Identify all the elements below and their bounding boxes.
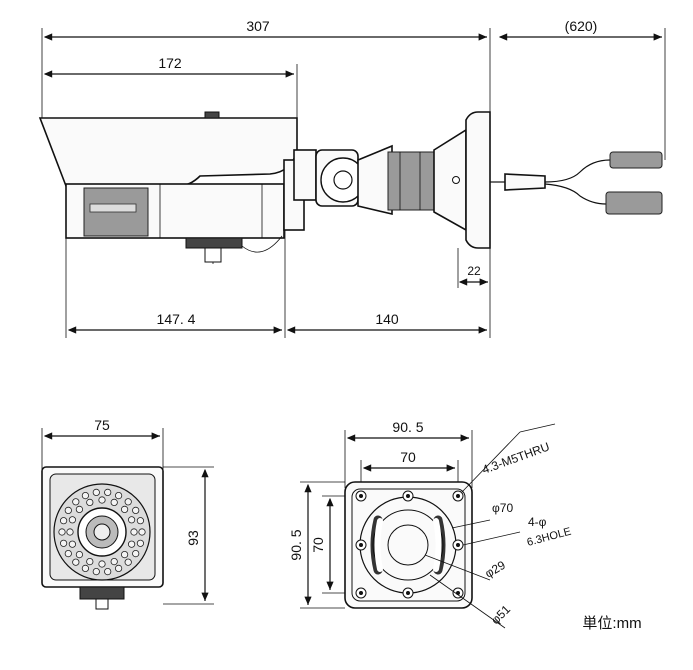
dim-hood-length: 172 (158, 55, 182, 71)
note-dia-70: φ70 (492, 501, 513, 515)
ir-leds (58, 488, 146, 576)
ir-led (72, 498, 80, 506)
note-dia-51: φ51 (488, 602, 513, 627)
ir-led (72, 558, 80, 566)
ir-led (75, 505, 84, 513)
ir-led (81, 564, 90, 573)
ir-led (98, 496, 106, 504)
ir-led (132, 549, 140, 558)
note-hole-count: 4-φ (528, 515, 547, 529)
ir-led (104, 567, 112, 576)
ir-led (136, 517, 144, 525)
bnc-connector (609, 151, 663, 169)
ir-led (64, 549, 72, 558)
ir-led (59, 517, 68, 525)
circle-d29 (387, 524, 429, 566)
front-view: 75 93 (41, 417, 214, 610)
ir-led (75, 550, 84, 559)
ir-led (115, 491, 123, 500)
ir-led (86, 557, 94, 566)
dim-base-inner-height: 70 (310, 537, 326, 553)
ir-led (104, 488, 112, 496)
camera-hood (38, 117, 298, 187)
adjust-ring (185, 237, 243, 249)
ir-led (59, 539, 68, 547)
ir-led (132, 506, 140, 514)
ir-led (64, 506, 72, 514)
side-view: 307 (620) 172 147. 4 140 22 (38, 18, 666, 338)
dim-cable-length: (620) (565, 18, 598, 34)
ir-led (124, 558, 132, 566)
ir-led (124, 498, 132, 506)
note-dia-29: φ29 (483, 558, 509, 581)
ir-led (86, 498, 94, 506)
ir-led (130, 528, 138, 536)
dim-base-outer-height: 90. 5 (288, 529, 304, 560)
base-plate (344, 481, 473, 609)
ir-led (128, 540, 136, 548)
note-hole-size: 6.3HOLE (526, 526, 573, 549)
dim-front-height: 93 (185, 530, 201, 546)
bracket-arm (387, 151, 435, 211)
dim-bracket-length: 140 (375, 311, 399, 327)
ir-led (68, 540, 77, 548)
ir-led (58, 528, 66, 536)
dim-body-length: 147. 4 (157, 311, 196, 327)
ir-led (121, 550, 129, 559)
ir-led (136, 539, 144, 547)
dim-bracket-offset: 22 (467, 264, 481, 278)
ir-led (110, 498, 118, 506)
dim-front-width: 75 (94, 417, 110, 433)
cable-gland (504, 173, 546, 191)
ir-led (92, 488, 100, 496)
mount-holes (355, 490, 464, 599)
ir-led (81, 491, 90, 500)
dim-base-outer-width: 90. 5 (392, 419, 423, 435)
hood-screw (204, 111, 220, 119)
unit-label: 単位:mm (582, 615, 641, 632)
ir-led (92, 567, 100, 576)
dim-overall-length: 307 (246, 18, 270, 34)
ir-led (128, 516, 136, 524)
dim-base-inner-width: 70 (400, 449, 416, 465)
ir-led (121, 505, 129, 513)
ir-led (115, 564, 123, 573)
ir-led (66, 528, 74, 536)
ir-led (68, 516, 77, 524)
power-connector (605, 191, 663, 215)
note-thru-holes: 4.3-M5THRU (480, 439, 551, 476)
ir-led (98, 560, 106, 568)
front-adjust-ring (79, 586, 125, 600)
ir-led (138, 528, 146, 536)
mount-base-view: 90. 5 70 90. 5 70 (288, 419, 573, 629)
wall-mount-plate (465, 111, 491, 249)
ir-led (110, 557, 118, 566)
